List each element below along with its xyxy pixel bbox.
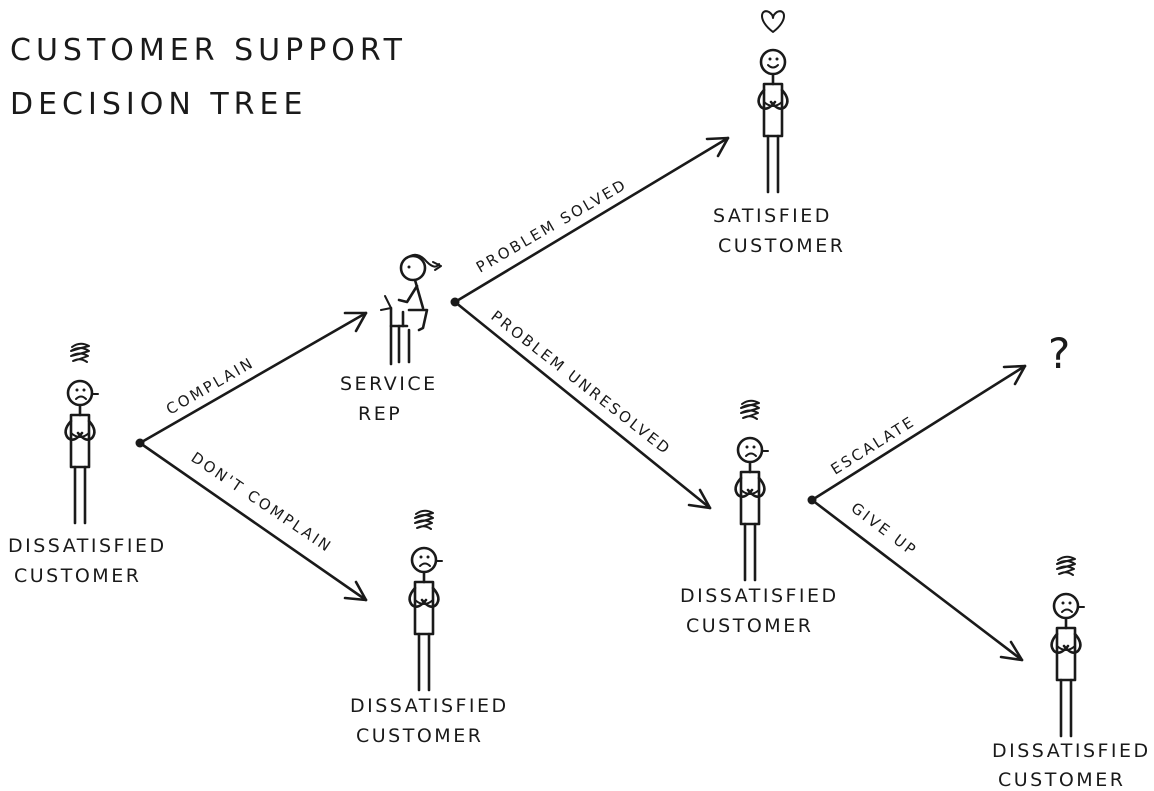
node-label-no-complaint-line1: DISSATISFIED [350, 695, 509, 717]
stick-figure-frustrated [1050, 592, 1085, 738]
node-gave-up-customer: DISSATISFIED CUSTOMER [992, 555, 1151, 791]
edge-give-up: GIVE UP [810, 498, 1024, 662]
question-mark-icon: ? [1048, 329, 1073, 378]
edge-label-problem-solved: PROBLEM SOLVED [473, 175, 630, 276]
scribble-icon [1056, 555, 1076, 576]
node-label-start-line1: DISSATISFIED [8, 535, 167, 557]
node-no-complaint-customer: DISSATISFIED CUSTOMER [350, 509, 509, 747]
node-label-satisfied-line2: CUSTOMER [718, 235, 845, 257]
edge-problem-unresolved: PROBLEM UNRESOLVED [453, 300, 712, 510]
node-label-rep-line1: SERVICE [340, 373, 438, 395]
edge-label-escalate: ESCALATE [828, 412, 919, 478]
node-unresolved-customer: DISSATISFIED CUSTOMER [680, 399, 839, 637]
stick-figure-happy [757, 48, 789, 194]
edge-label-problem-unresolved: PROBLEM UNRESOLVED [488, 307, 675, 459]
edge-complain: COMPLAIN [138, 311, 368, 445]
scribble-icon [740, 399, 760, 420]
title-line-2: DECISION TREE [10, 87, 307, 122]
node-label-unresolved-line2: CUSTOMER [686, 615, 813, 637]
stick-figure-seated-rep [380, 253, 442, 366]
node-label-start-line2: CUSTOMER [14, 565, 141, 587]
scribble-icon [70, 342, 90, 363]
edges: COMPLAIN DON'T COMPLAIN PROBLEM SOLVED P… [135, 136, 1027, 662]
edge-label-give-up: GIVE UP [848, 499, 921, 560]
stick-figure-frustrated [734, 436, 769, 582]
decision-point-unresolved [807, 495, 817, 505]
decision-point-start [135, 438, 145, 448]
node-label-satisfied-line1: SATISFIED [713, 205, 832, 227]
edge-label-dont-complain: DON'T COMPLAIN [188, 448, 336, 556]
heart-icon [761, 10, 785, 33]
node-service-rep: SERVICE REP [340, 253, 442, 425]
stick-figure-frustrated [64, 379, 99, 525]
node-label-rep-line2: REP [358, 403, 402, 425]
edge-escalate: ESCALATE [810, 364, 1027, 502]
title-line-1: CUSTOMER SUPPORT [10, 33, 407, 68]
edge-dont-complain: DON'T COMPLAIN [138, 441, 368, 602]
node-label-no-complaint-line2: CUSTOMER [356, 725, 483, 747]
edge-problem-solved: PROBLEM SOLVED [453, 136, 730, 304]
node-start-customer: DISSATISFIED CUSTOMER [8, 342, 167, 587]
scribble-icon [414, 509, 434, 530]
node-label-unresolved-line1: DISSATISFIED [680, 585, 839, 607]
decision-point-rep [450, 297, 460, 307]
edge-label-complain: COMPLAIN [163, 353, 258, 418]
node-escalated-unknown: ? [1048, 329, 1073, 378]
node-label-gave-up-line1: DISSATISFIED [992, 740, 1151, 762]
node-label-gave-up-line2: CUSTOMER [998, 769, 1125, 791]
diagram-title: CUSTOMER SUPPORT DECISION TREE [10, 33, 407, 122]
stick-figure-frustrated [408, 546, 443, 692]
node-satisfied-customer: SATISFIED CUSTOMER [713, 10, 845, 257]
